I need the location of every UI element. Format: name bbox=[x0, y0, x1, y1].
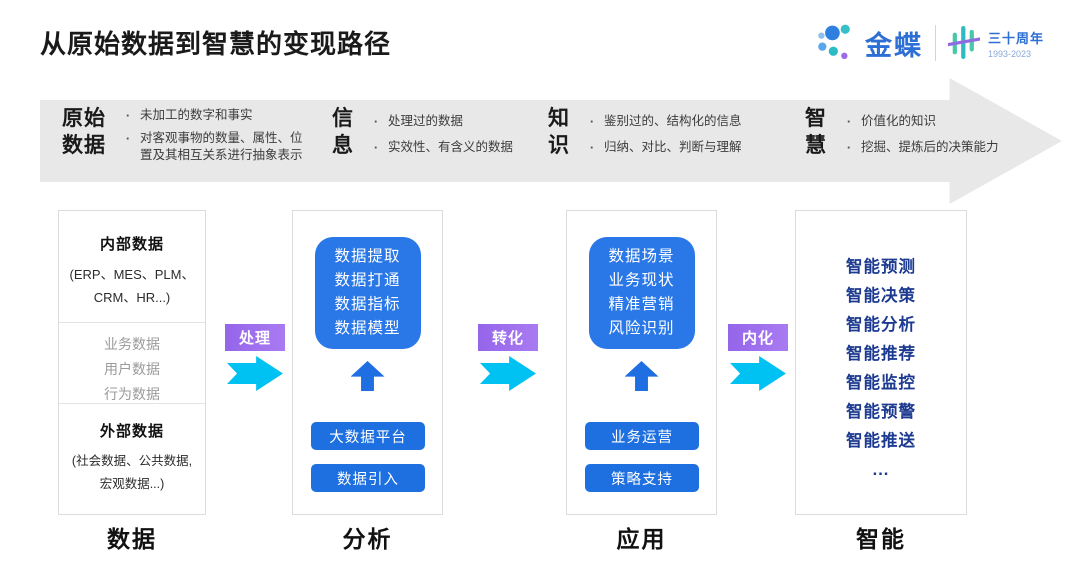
bullet-item: · 价值化的知识 bbox=[837, 113, 999, 131]
right-arrow-icon bbox=[227, 356, 283, 391]
stage-raw-data-bullets: · 未加工的数字和事实 · 对客观事物的数量、属性、位置及其相互关系进行抽象表示 bbox=[116, 105, 310, 170]
bullet-item: · 处理过的数据 bbox=[364, 113, 513, 131]
connector-transform-badge: 转化 bbox=[478, 324, 538, 351]
external-data-examples: (社会数据、公共数据, 宏观数据...) bbox=[71, 454, 193, 491]
intelligence-item: 智能预测 bbox=[846, 258, 916, 276]
anniversary-block: 三十周年 1993-2023 bbox=[988, 28, 1044, 59]
column-label-analysis: 分析 bbox=[342, 526, 393, 552]
connector-internalize-badge: 内化 bbox=[728, 324, 788, 351]
big-data-platform-button: 大数据平台 bbox=[311, 422, 425, 450]
data-import-button: 数据引入 bbox=[311, 464, 425, 492]
connector-process-badge: 处理 bbox=[225, 324, 285, 351]
stage-knowledge: 知 识 · 鉴别过的、结构化的信息 · 归纳、对比、判断与理解 bbox=[548, 105, 742, 164]
internal-data-examples: (ERP、MES、PLM、CRM、HR...) bbox=[69, 267, 195, 305]
bullet-dot-icon: · bbox=[589, 139, 595, 155]
thirty-mark-icon bbox=[947, 26, 980, 59]
middle-data-item: 行为数据 bbox=[104, 386, 160, 402]
intelligence-item: 智能决策 bbox=[846, 287, 916, 305]
stage-information: 信 息 · 处理过的数据 · 实效性、有含义的数据 bbox=[332, 105, 513, 164]
bullet-dot-icon: · bbox=[125, 130, 131, 146]
logo-divider bbox=[934, 25, 936, 61]
middle-data-item: 业务数据 bbox=[104, 336, 160, 352]
stage-raw-data-name: 原始 数据 bbox=[62, 107, 106, 157]
business-operation-button: 业务运营 bbox=[585, 422, 699, 450]
bullet-dot-icon: · bbox=[125, 108, 131, 123]
bullet-item: · 对客观事物的数量、属性、位置及其相互关系进行抽象表示 bbox=[116, 130, 310, 165]
stage-knowledge-bullets: · 鉴别过的、结构化的信息 · 归纳、对比、判断与理解 bbox=[580, 105, 742, 164]
strategy-support-button: 策略支持 bbox=[585, 464, 699, 492]
right-arrow-icon bbox=[480, 356, 536, 391]
bullet-dot-icon: · bbox=[373, 114, 379, 129]
intelligence-item: 智能推送 bbox=[846, 432, 916, 450]
analysis-capability-box: 数据提取 数据打通 数据指标 数据模型 bbox=[314, 237, 421, 349]
right-arrow-icon bbox=[730, 356, 786, 391]
analysis-column-box: 数据提取 数据打通 数据指标 数据模型 大数据平台 数据引入 bbox=[292, 210, 443, 515]
bullet-item: · 归纳、对比、判断与理解 bbox=[580, 139, 742, 157]
bullet-dot-icon: · bbox=[846, 114, 852, 129]
kingdee-dots-icon bbox=[818, 24, 850, 60]
bullet-dot-icon: · bbox=[589, 114, 595, 129]
anniversary-years: 1993-2023 bbox=[987, 48, 1032, 59]
bullet-item: · 实效性、有含义的数据 bbox=[364, 139, 513, 157]
column-label-application: 应用 bbox=[616, 526, 667, 552]
intelligence-item: 智能监控 bbox=[846, 374, 916, 392]
stage-knowledge-name: 知 识 bbox=[548, 107, 570, 157]
external-data-title: 外部数据 bbox=[99, 423, 164, 440]
column-label-intelligence: 智能 bbox=[856, 526, 906, 552]
stage-information-bullets: · 处理过的数据 · 实效性、有含义的数据 bbox=[364, 105, 513, 164]
intelligence-item: 智能预警 bbox=[846, 403, 916, 421]
intelligence-ellipsis: ... bbox=[872, 461, 890, 479]
middle-data-item: 用户数据 bbox=[104, 361, 160, 377]
anniversary-label: 三十周年 bbox=[987, 30, 1044, 46]
kingdee-logo: 金蝶 三十周年 1993-2023 bbox=[815, 20, 1044, 66]
stage-wisdom-bullets: · 价值化的知识 · 挖掘、提炼后的决策能力 bbox=[837, 105, 999, 164]
bullet-item: · 挖掘、提炼后的决策能力 bbox=[837, 139, 999, 157]
data-column-box: 内部数据 (ERP、MES、PLM、CRM、HR...) 业务数据 用户数据 行… bbox=[58, 210, 206, 515]
column-label-data: 数据 bbox=[107, 526, 157, 552]
brand-name: 金蝶 bbox=[864, 30, 923, 61]
stage-raw-data: 原始 数据 · 未加工的数字和事实 · 对客观事物的数量、属性、位置及其相互关系… bbox=[62, 105, 310, 170]
up-arrow-icon bbox=[350, 361, 385, 391]
page-title: 从原始数据到智慧的变现路径 bbox=[40, 29, 392, 59]
application-column-box: 数据场景 业务现状 精准营销 风险识别 业务运营 策略支持 bbox=[566, 210, 717, 515]
intelligence-item: 智能分析 bbox=[846, 316, 916, 334]
application-scenario-box: 数据场景 业务现状 精准营销 风险识别 bbox=[588, 237, 695, 349]
stage-information-name: 信 息 bbox=[332, 107, 354, 157]
stage-wisdom: 智 慧 · 价值化的知识 · 挖掘、提炼后的决策能力 bbox=[805, 105, 999, 164]
intelligence-item: 智能推荐 bbox=[846, 345, 916, 363]
intelligence-column-box: 智能预测 智能决策 智能分析 智能推荐 智能监控 智能预警 智能推送 ... bbox=[795, 210, 967, 515]
bullet-item: · 鉴别过的、结构化的信息 bbox=[580, 113, 742, 131]
bullet-dot-icon: · bbox=[846, 139, 852, 155]
bullet-dot-icon: · bbox=[373, 139, 379, 155]
middle-data-section: 业务数据 用户数据 行为数据 bbox=[59, 322, 205, 403]
external-data-section: 外部数据 (社会数据、公共数据, 宏观数据...) bbox=[59, 403, 205, 496]
stage-wisdom-name: 智 慧 bbox=[805, 107, 827, 157]
bullet-item: · 未加工的数字和事实 bbox=[116, 107, 310, 125]
up-arrow-icon bbox=[624, 361, 659, 391]
internal-data-title: 内部数据 bbox=[99, 236, 164, 253]
dikw-arrow-banner: 原始 数据 · 未加工的数字和事实 · 对客观事物的数量、属性、位置及其相互关系… bbox=[40, 78, 1062, 204]
internal-data-section: 内部数据 (ERP、MES、PLM、CRM、HR...) bbox=[59, 211, 205, 322]
